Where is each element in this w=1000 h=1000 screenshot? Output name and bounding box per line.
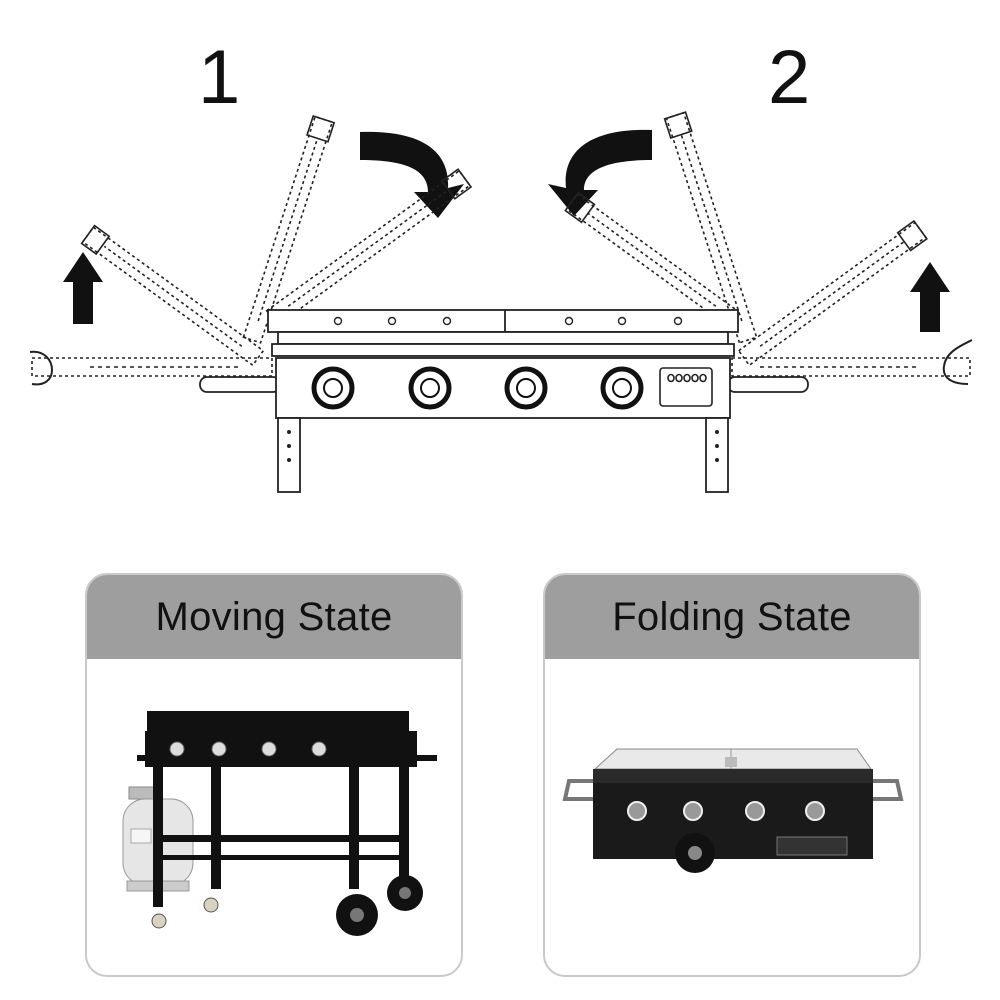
knob-icon (504, 366, 548, 410)
folded-wheel (675, 833, 715, 873)
moving-state-image (87, 659, 461, 975)
lid-bolts (333, 316, 683, 326)
right-leg-positions (564, 111, 973, 385)
folded-griddle-illustration (562, 748, 904, 873)
caster-wheels (151, 897, 219, 929)
folding-state-title: Folding State (612, 594, 852, 639)
curved-arrow-down-left-icon (548, 129, 652, 216)
moving-state-panel: Moving State (85, 573, 463, 977)
cart-knobs (169, 741, 327, 757)
knob-icon (311, 366, 355, 410)
cart-frame (137, 711, 437, 907)
griddle-body (199, 309, 809, 493)
griddle-cart-illustration (122, 711, 437, 936)
left-leg-positions (29, 114, 473, 386)
ignition-box (659, 367, 713, 407)
folded-knobs (627, 801, 825, 821)
moving-state-header: Moving State (87, 575, 461, 659)
folding-state-header: Folding State (545, 575, 919, 659)
step-number-2: 2 (768, 35, 810, 120)
cart-wheels (336, 875, 423, 936)
folded-handles (562, 779, 904, 801)
leg-holes (287, 430, 719, 462)
knob-icon (600, 366, 644, 410)
step-number-1: 1 (198, 35, 240, 120)
moving-state-title: Moving State (155, 594, 393, 639)
folding-state-image (545, 659, 919, 975)
folding-state-panel: Folding State (543, 573, 921, 977)
folding-instruction-diagram: 1 2 (29, 35, 973, 493)
control-knobs (311, 366, 644, 410)
curved-arrow-down-right-icon (360, 131, 464, 218)
folded-lid (593, 748, 872, 770)
knob-icon (408, 366, 452, 410)
arrow-up-icon (910, 262, 950, 332)
arrow-up-icon (63, 252, 103, 324)
